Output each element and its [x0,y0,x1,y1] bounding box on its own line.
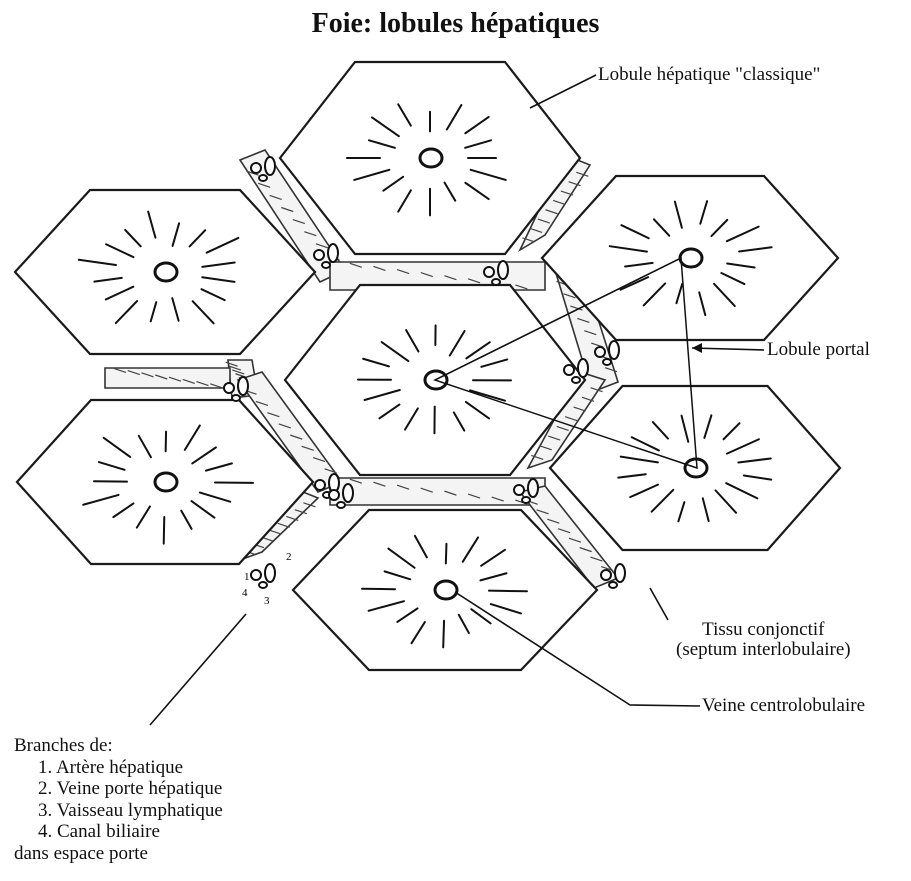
central-vein [155,473,177,491]
hepatic-artery-branch [251,570,261,580]
bile-duct-branch [259,582,267,588]
hepatic-lobule [15,190,315,354]
hepatic-artery-branch [251,163,261,173]
arrowhead [692,343,702,353]
portal-vein-branch [265,564,275,582]
bile-duct-branch [337,502,345,508]
vessel-number: 1 [244,571,250,583]
branch-item-hepatic-artery: 1. Artère hépatique [38,757,223,779]
label-connective-tissue: Tissu conjonctif (septum interlobulaire) [676,620,851,660]
central-vein [420,149,442,167]
hepatic-artery-branch [224,383,234,393]
portal-vein-branch [528,479,538,497]
portal-vein-branch [615,564,625,582]
vessel-number: 4 [242,587,248,599]
bile-duct-branch [609,582,617,588]
label-connective-tissue-line2: (septum interlobulaire) [676,640,851,660]
hepatic-artery-branch [314,250,324,260]
branch-item-lymphatic-vessel: 3. Vaisseau lymphatique [38,800,223,822]
diagram-title: Foie: lobules hépatiques [0,8,911,40]
leader-branches [150,614,246,725]
portal-space [251,564,275,588]
portal-vein-branch [578,359,588,377]
portal-vein-branch [498,261,508,279]
leader-classic-lobule [530,75,596,108]
leader-connective-tissue [650,588,668,620]
bile-duct-branch [232,395,240,401]
bile-duct-branch [572,377,580,383]
hepatic-artery-branch [595,347,605,357]
vessel-number: 2 [286,551,292,563]
hepatic-artery-branch [564,365,574,375]
hepatic-artery-branch [329,490,339,500]
branch-item-portal-vein: 2. Veine porte hépatique [38,778,223,800]
bile-duct-branch [322,262,330,268]
branches-legend: Branches de: 1. Artère hépatique 2. Vein… [14,735,223,864]
bile-duct-branch [492,279,500,285]
hepatic-artery-branch [484,267,494,277]
central-vein [155,263,177,281]
label-portal-lobule: Lobule portal [767,340,870,360]
hepatocyte-cord [443,621,444,648]
portal-vein-branch [343,484,353,502]
hepatic-artery-branch [315,480,325,490]
hepatocyte-cord [164,517,165,544]
label-central-vein: Veine centrolobulaire [702,696,865,716]
bile-duct-branch [522,497,530,503]
portal-vein-branch [265,157,275,175]
portal-vein-branch [238,377,248,395]
bile-duct-branch [603,359,611,365]
hepatic-artery-branch [601,570,611,580]
septum-band [105,368,230,388]
hepatic-artery-branch [514,485,524,495]
bile-duct-branch [259,175,267,181]
central-vein [435,581,457,599]
branches-heading: Branches de: [14,735,223,757]
label-classic-lobule: Lobule hépatique "classique" [598,65,820,85]
label-connective-tissue-line1: Tissu conjonctif [676,620,851,640]
branches-list: 1. Artère hépatique 2. Veine porte hépat… [14,757,223,843]
leader-portal-lobule [692,348,764,350]
hepatocyte-cord [362,589,395,590]
portal-vein-branch [609,341,619,359]
central-vein [680,249,702,267]
branch-item-bile-duct: 4. Canal biliaire [38,821,223,843]
hepatic-lobules [15,62,840,670]
septum-band [330,478,545,505]
hepatocyte-cord [489,591,527,592]
branches-footer: dans espace porte [14,843,223,865]
hepatocyte-cord [446,544,447,564]
portal-vein-branch [328,244,338,262]
vessel-number: 3 [264,595,270,607]
